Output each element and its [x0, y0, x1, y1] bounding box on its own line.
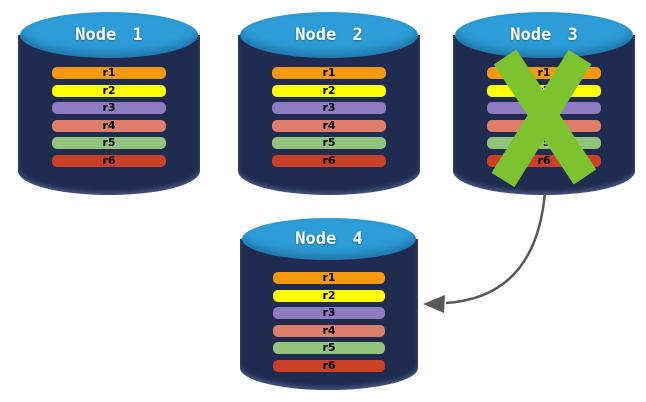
- row-label: r5: [322, 341, 336, 355]
- replica-rows: r1 r2 r3 r4 r5 r6: [238, 67, 420, 167]
- row-label: r5: [322, 136, 336, 150]
- row-label: r3: [102, 101, 116, 115]
- row-label: r2: [537, 83, 551, 97]
- row-label: r2: [322, 83, 336, 97]
- node-label: Node 3: [510, 25, 578, 45]
- cylinder-body: [18, 35, 200, 195]
- replica-row: r1: [52, 67, 166, 79]
- replica-row: r2: [273, 288, 385, 302]
- node-label: Node 4: [295, 229, 363, 249]
- replica-rows: r1 r2 r3 r4 r5 r6: [240, 272, 418, 372]
- replica-row: r1: [487, 67, 601, 79]
- node-3-failed: Node 3 r1 r2 r3 r4 r5 r6: [453, 12, 635, 195]
- row-label: r2: [102, 83, 116, 97]
- replica-row: r2: [487, 83, 601, 97]
- row-label: r3: [322, 101, 336, 115]
- replica-row: r3: [272, 101, 386, 115]
- failover-arrow: [423, 191, 547, 313]
- failover-arrowhead-icon: [423, 295, 445, 313]
- row-label: r3: [537, 101, 551, 115]
- cylinder-body: [238, 35, 420, 195]
- row-label: r6: [537, 153, 551, 167]
- replica-rows: r1 r2 r3 r4 r5 r6: [453, 67, 635, 167]
- row-label: r4: [322, 323, 336, 337]
- row-label: r5: [102, 136, 116, 150]
- replica-row: r5: [52, 136, 166, 150]
- node-label: Node 1: [75, 25, 143, 45]
- replica-row: r5: [273, 341, 385, 355]
- replica-row: r2: [52, 83, 166, 97]
- replica-rows: r1 r2 r3 r4 r5 r6: [18, 67, 200, 167]
- row-label: r1: [102, 66, 116, 79]
- node-label: Node 2: [295, 25, 363, 45]
- replica-row: r5: [487, 136, 601, 150]
- replica-row: r1: [272, 67, 386, 79]
- replica-row: r3: [487, 101, 601, 115]
- replica-row: r6: [273, 358, 385, 372]
- row-label: r5: [537, 136, 551, 150]
- replica-row: r4: [487, 118, 601, 132]
- node-1: Node 1 r1 r2 r3 r4 r5 r6: [18, 12, 200, 195]
- replica-row: r6: [52, 153, 166, 167]
- replica-row: r6: [487, 153, 601, 167]
- failover-arrow-shaft: [445, 191, 547, 305]
- row-label: r4: [322, 118, 336, 132]
- row-label: r3: [322, 306, 336, 320]
- replica-row: r4: [272, 118, 386, 132]
- replica-row: r3: [273, 306, 385, 320]
- row-label: r4: [537, 118, 551, 132]
- cylinder-top: Node 4: [242, 218, 416, 260]
- row-label: r1: [322, 271, 336, 284]
- replica-row: r2: [272, 83, 386, 97]
- replica-row: r1: [273, 272, 385, 284]
- node-4: Node 4 r1 r2 r3 r4 r5 r6: [240, 218, 418, 390]
- node-2: Node 2 r1 r2 r3 r4 r5 r6: [238, 12, 420, 195]
- row-label: r4: [102, 118, 116, 132]
- row-label: r6: [322, 358, 336, 372]
- replica-row: r6: [272, 153, 386, 167]
- replica-row: r4: [52, 118, 166, 132]
- cylinder-top: Node 2: [240, 12, 418, 58]
- row-label: r6: [102, 153, 116, 167]
- cylinder-top: Node 3: [455, 12, 633, 58]
- replica-row: r3: [52, 101, 166, 115]
- replica-row: r4: [273, 323, 385, 337]
- row-label: r2: [322, 288, 336, 302]
- row-label: r1: [322, 66, 336, 79]
- row-label: r1: [537, 66, 551, 79]
- row-label: r6: [322, 153, 336, 167]
- cylinder-top: Node 1: [20, 12, 198, 58]
- replica-row: r5: [272, 136, 386, 150]
